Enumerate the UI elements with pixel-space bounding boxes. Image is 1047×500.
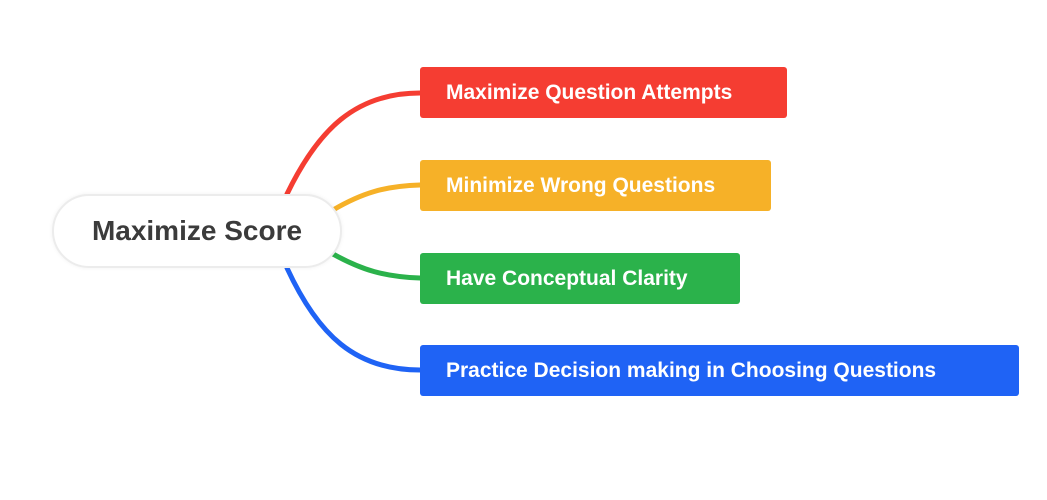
branch-node-label: Practice Decision making in Choosing Que…: [446, 358, 937, 382]
branch-node-label: Have Conceptual Clarity: [446, 266, 688, 290]
branch-node-maximize-question-attempts[interactable]: Maximize Question Attempts: [420, 67, 787, 118]
root-node-label: Maximize Score: [91, 215, 303, 246]
root-node[interactable]: Maximize Score: [52, 194, 342, 268]
branch-node-label: Minimize Wrong Questions: [446, 173, 716, 197]
branch-node-minimize-wrong-questions[interactable]: Minimize Wrong Questions: [420, 160, 771, 211]
branch-node-label: Maximize Question Attempts: [446, 80, 733, 104]
branch-node-have-conceptual-clarity[interactable]: Have Conceptual Clarity: [420, 253, 740, 304]
connector-have-conceptual-clarity: [330, 251, 423, 281]
connector-minimize-wrong-questions: [330, 182, 423, 213]
connector-practice-decision-making: [284, 265, 423, 373]
branch-node-practice-decision-making[interactable]: Practice Decision making in Choosing Que…: [420, 345, 1019, 396]
connector-maximize-question-attempts: [284, 90, 423, 197]
